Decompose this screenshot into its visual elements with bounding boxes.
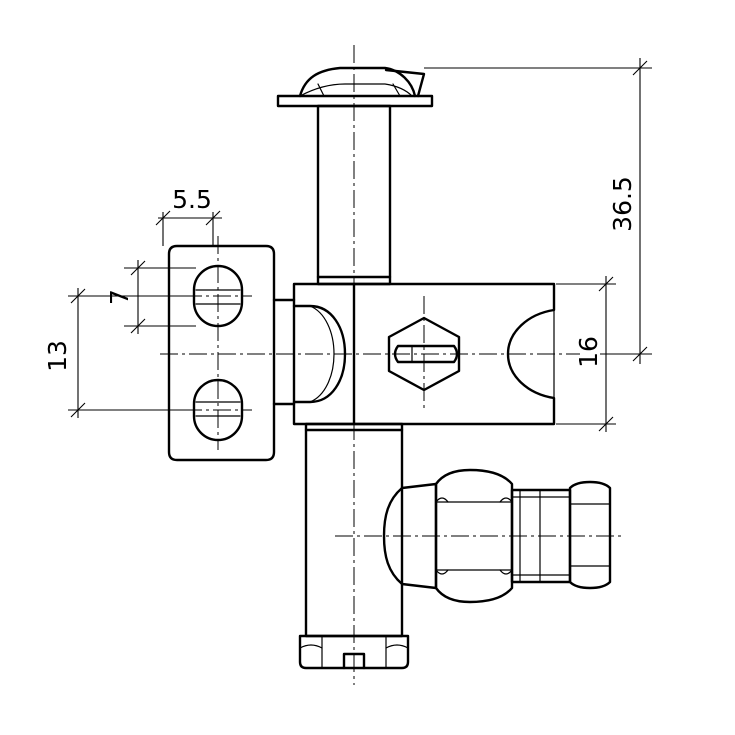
dimension-overall-height: 36.5 <box>424 58 652 364</box>
dimension-body-height: 16 <box>556 276 616 432</box>
dimension-slot-height: 7 <box>105 260 196 334</box>
dimension-hole-spacing-label: 13 <box>43 340 72 372</box>
mounting-flange <box>167 244 296 462</box>
dimension-overall-height-label: 36.5 <box>608 176 637 232</box>
dimension-slot-width-label: 5.5 <box>172 185 212 214</box>
dimension-hole-spacing: 13 <box>43 288 196 418</box>
centerlines <box>160 45 622 685</box>
dimension-slot-height-label: 7 <box>105 289 134 305</box>
dimension-body-height-label: 16 <box>574 336 603 368</box>
dimension-slot-width: 5.5 <box>155 185 222 246</box>
top-cap <box>276 66 434 108</box>
